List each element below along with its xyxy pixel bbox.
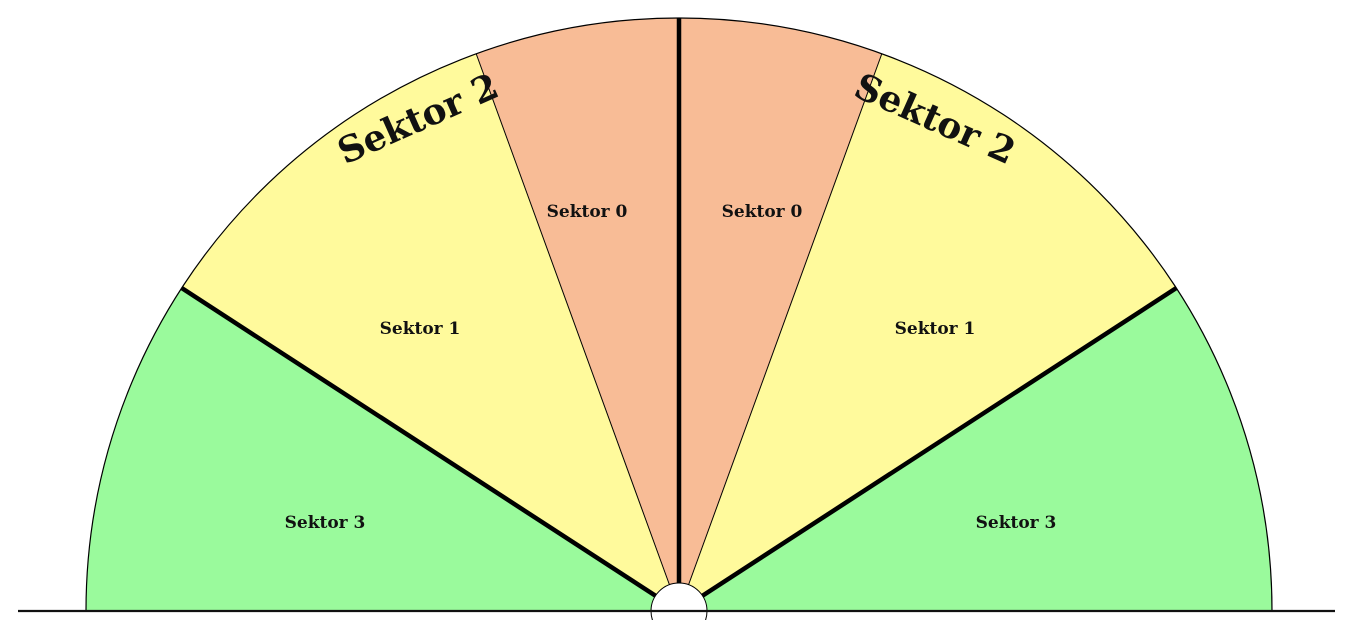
sector-1-right-wedge	[679, 53, 1177, 611]
sector-0-left-wedge	[476, 18, 679, 611]
sector-1-left-wedge	[181, 53, 680, 611]
label-sector-0-left: Sektor 0	[547, 202, 628, 222]
sector-0-right-wedge	[679, 18, 882, 611]
sector-3-right-wedge	[679, 288, 1272, 611]
label-sector-0-right: Sektor 0	[722, 202, 803, 222]
thick-divider-left	[180, 286, 681, 613]
thin-divider-right	[678, 53, 883, 612]
sector-3-left-wedge	[86, 288, 679, 611]
label-sector-1-left: Sektor 1	[380, 319, 461, 339]
label-sector-3-left: Sektor 3	[285, 513, 366, 533]
label-sector-1-right: Sektor 1	[895, 319, 976, 339]
thin-divider-left	[475, 53, 680, 612]
label-sector-3-right: Sektor 3	[976, 513, 1057, 533]
thick-divider-right	[677, 286, 1178, 613]
